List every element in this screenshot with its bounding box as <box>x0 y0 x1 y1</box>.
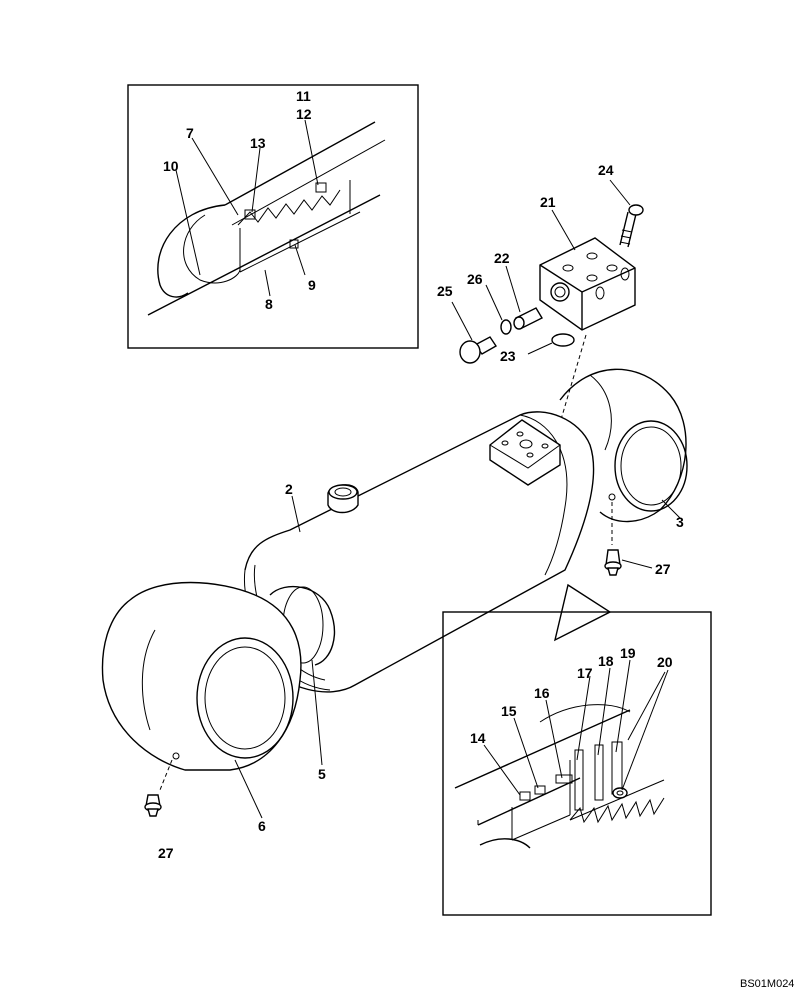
callout-7: 7 <box>186 125 194 141</box>
callout-25: 25 <box>437 283 453 299</box>
callout-2: 2 <box>285 481 293 497</box>
callout-27-left: 27 <box>158 845 174 861</box>
callout-3: 3 <box>676 514 684 530</box>
callout-27-right: 27 <box>655 561 671 577</box>
callout-23: 23 <box>500 348 516 364</box>
callout-21: 21 <box>540 194 556 210</box>
rod-and-rod-eye <box>101 581 336 791</box>
grease-fitting-left <box>144 794 162 817</box>
callout-24: 24 <box>598 162 614 178</box>
callout-10: 10 <box>163 158 179 174</box>
callout-19: 19 <box>620 645 636 661</box>
callout-20: 20 <box>657 654 673 670</box>
main-leader-lines <box>234 495 681 819</box>
callout-17: 17 <box>577 665 593 681</box>
callout-6: 6 <box>258 818 266 834</box>
cylinder-tube <box>243 368 688 693</box>
callout-15: 15 <box>501 703 517 719</box>
callout-11: 11 <box>296 88 311 104</box>
callout-14: 14 <box>470 730 486 746</box>
callout-5: 5 <box>318 766 326 782</box>
detail-inset-piston-seals <box>442 611 712 916</box>
check-valve-block-assembly <box>451 179 644 451</box>
callout-12: 12 <box>296 106 312 122</box>
drawing-code: BS01M024 <box>740 978 794 990</box>
callout-26: 26 <box>467 271 483 287</box>
grease-fitting-right <box>604 549 622 576</box>
callout-22: 22 <box>494 250 510 266</box>
callout-13: 13 <box>250 135 266 151</box>
detail-inset-rod-seals <box>127 84 419 349</box>
callout-18: 18 <box>598 653 614 669</box>
callout-8: 8 <box>265 296 273 312</box>
callout-16: 16 <box>534 685 550 701</box>
callout-9: 9 <box>308 277 316 293</box>
